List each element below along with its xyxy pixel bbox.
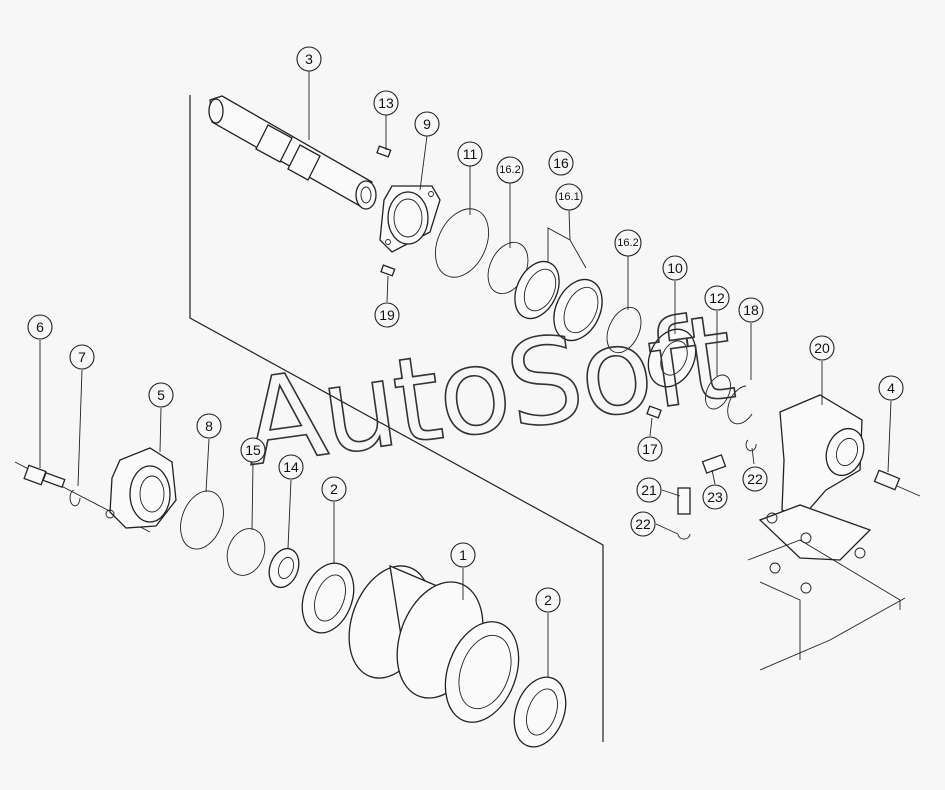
seal-parts	[514, 227, 603, 342]
callout-9: 9	[414, 111, 440, 137]
callout-label: 9	[423, 116, 431, 132]
callout-5: 5	[148, 382, 174, 408]
fastener-parts	[677, 439, 921, 540]
callout-15: 15	[240, 437, 266, 463]
track-roller-part	[348, 564, 520, 723]
callout-13: 13	[373, 90, 399, 116]
callout-label: 17	[642, 441, 658, 457]
callout-label: 16	[553, 155, 569, 171]
callout-20: 20	[809, 335, 835, 361]
callout-label: 16.2	[617, 237, 638, 249]
callout-label: 19	[379, 307, 395, 323]
callout-19: 19	[374, 302, 400, 328]
callout-16-1: 16.1	[555, 183, 583, 211]
callout-18: 18	[738, 297, 764, 323]
callout-16: 16	[548, 150, 574, 176]
callout-label: 15	[245, 442, 261, 458]
callout-2-left: 2	[321, 476, 347, 502]
bearing-part-right	[513, 676, 567, 748]
callout-6: 6	[27, 314, 53, 340]
callout-22-upper: 22	[742, 466, 768, 492]
callout-2-right: 2	[535, 587, 561, 613]
callout-label: 21	[641, 482, 657, 498]
callout-label: 10	[667, 260, 683, 276]
callout-17: 17	[637, 436, 663, 462]
callout-label: 22	[747, 471, 763, 487]
callout-22-lower: 22	[630, 511, 656, 537]
callout-10: 10	[662, 255, 688, 281]
lock-nut-part	[268, 547, 300, 589]
callout-8: 8	[196, 413, 222, 439]
callout-label: 18	[743, 302, 759, 318]
callout-3: 3	[296, 46, 322, 72]
shaft-part	[208, 95, 377, 210]
flange-part	[379, 185, 441, 253]
pin-parts	[376, 145, 396, 277]
callout-label: 1	[459, 547, 467, 563]
callout-label: 16.1	[558, 191, 579, 203]
callout-4: 4	[878, 375, 904, 401]
end-cap-part	[105, 447, 177, 529]
mounting-bracket-part	[747, 394, 906, 671]
callout-14: 14	[278, 454, 304, 480]
cap-bolt-parts	[23, 464, 81, 507]
seal-ring-parts	[180, 490, 266, 576]
callout-21: 21	[636, 477, 662, 503]
callout-label: 22	[635, 516, 651, 532]
snap-ring-parts	[705, 374, 753, 425]
retainer-part	[646, 328, 697, 419]
callout-label: 4	[887, 380, 895, 396]
callout-1: 1	[450, 542, 476, 568]
callout-label: 2	[544, 592, 552, 608]
callout-16-2-lower: 16.2	[614, 229, 642, 257]
callout-label: 2	[330, 481, 338, 497]
callout-label: 8	[205, 418, 213, 434]
callout-label: 7	[78, 349, 86, 365]
callout-23: 23	[702, 484, 728, 510]
callout-12: 12	[704, 285, 730, 311]
callout-label: 6	[36, 319, 44, 335]
callout-11: 11	[457, 141, 483, 167]
bearing-part-left	[301, 562, 355, 634]
watermark-text: AutoSoft	[235, 287, 740, 492]
callout-label: 14	[283, 459, 299, 475]
callout-label: 16.2	[499, 164, 520, 176]
callout-group: 3 13 9 11 16.2 16 16.1 16.2 19 10 12 18 …	[27, 46, 904, 613]
watermark-layer: AutoSoft	[234, 287, 741, 494]
leader-lines	[39, 71, 892, 678]
callout-label: 12	[709, 290, 725, 306]
callout-label: 20	[814, 340, 830, 356]
callout-label: 3	[305, 51, 313, 67]
callout-16-2-upper: 16.2	[496, 156, 524, 184]
callout-label: 5	[157, 387, 165, 403]
callout-label: 11	[463, 146, 478, 162]
callout-label: 23	[707, 489, 723, 505]
callout-7: 7	[69, 344, 95, 370]
callout-label: 13	[378, 95, 394, 111]
